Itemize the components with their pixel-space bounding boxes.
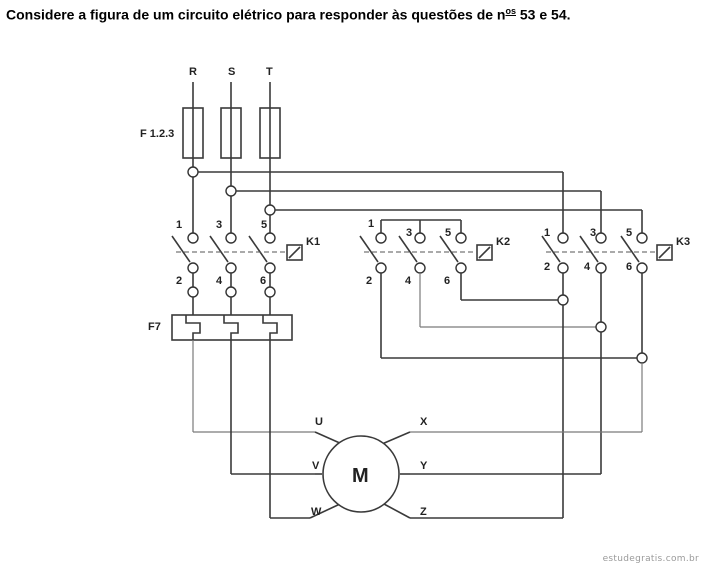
svg-text:2: 2 bbox=[366, 275, 372, 287]
svg-text:5: 5 bbox=[626, 227, 632, 239]
svg-text:3: 3 bbox=[406, 227, 412, 239]
svg-text:2: 2 bbox=[544, 261, 550, 273]
svg-text:4: 4 bbox=[216, 275, 223, 287]
svg-text:2: 2 bbox=[176, 275, 182, 287]
svg-text:3: 3 bbox=[590, 227, 596, 239]
svg-text:K3: K3 bbox=[676, 236, 690, 248]
svg-text:W: W bbox=[311, 506, 322, 518]
svg-text:4: 4 bbox=[584, 261, 591, 273]
contactor-k3: 1 3 5 K3 2 4 6 bbox=[541, 227, 690, 274]
svg-text:1: 1 bbox=[368, 218, 374, 230]
motor: M U V W X Y Z bbox=[309, 416, 428, 519]
watermark-text: estudegratis.com.br bbox=[602, 554, 699, 564]
phase-r-label: R bbox=[189, 66, 197, 78]
svg-text:4: 4 bbox=[405, 275, 412, 287]
svg-text:U: U bbox=[315, 416, 323, 428]
overload-label: F7 bbox=[148, 321, 161, 333]
svg-text:K2: K2 bbox=[496, 236, 510, 248]
svg-text:5: 5 bbox=[261, 219, 267, 231]
svg-text:Y: Y bbox=[420, 460, 428, 472]
svg-text:6: 6 bbox=[626, 261, 632, 273]
svg-text:V: V bbox=[312, 460, 320, 472]
contactor-k1: 1 3 5 K1 2 4 6 bbox=[171, 219, 320, 287]
svg-text:5: 5 bbox=[445, 227, 451, 239]
fuse-block bbox=[182, 107, 281, 159]
svg-text:Z: Z bbox=[420, 506, 427, 518]
phase-s-label: S bbox=[228, 66, 235, 78]
svg-text:K1: K1 bbox=[306, 236, 320, 248]
phase-t-label: T bbox=[266, 66, 273, 78]
svg-text:X: X bbox=[420, 416, 428, 428]
page-title: Considere a figura de um circuito elétri… bbox=[6, 6, 571, 23]
svg-text:3: 3 bbox=[216, 219, 222, 231]
overload-relay-f7 bbox=[171, 314, 293, 341]
fuse-label: F 1.2.3 bbox=[140, 128, 174, 140]
svg-text:1: 1 bbox=[176, 219, 182, 231]
svg-text:1: 1 bbox=[544, 227, 550, 239]
contactor-k2: 1 3 5 K2 2 4 6 bbox=[359, 218, 510, 287]
svg-text:6: 6 bbox=[444, 275, 450, 287]
motor-label: M bbox=[352, 465, 369, 487]
svg-text:6: 6 bbox=[260, 275, 266, 287]
